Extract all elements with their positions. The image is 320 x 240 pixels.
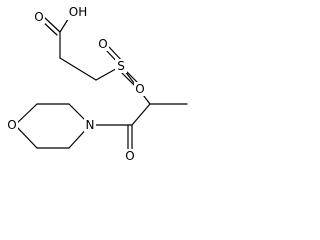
- atom-labels: OH O S O O O N O: [6, 4, 146, 163]
- amide-oxygen-label: O: [125, 149, 134, 163]
- bond-c1-o-double-a: [43, 16, 61, 33]
- bond-ch-co: [131, 103, 151, 126]
- bond-o-c-bottom: [14, 124, 38, 149]
- bond-c-o-top: [14, 103, 38, 126]
- morpholine-oxygen-label: O: [7, 118, 16, 132]
- bonds: [14, 12, 188, 150]
- sulfonyl-oxygen-left-label: O: [98, 37, 107, 51]
- molecule-structure: OH O S O O O N O: [6, 4, 188, 163]
- morpholine-nitrogen-label: N: [86, 118, 95, 132]
- sulfonyl-oxygen-right-label: O: [135, 82, 144, 96]
- hydroxyl-label: OH: [69, 5, 87, 19]
- carboxyl-oxygen-label: O: [34, 10, 43, 24]
- sulfur-label: S: [117, 59, 125, 73]
- bond-c2-c3: [59, 57, 97, 81]
